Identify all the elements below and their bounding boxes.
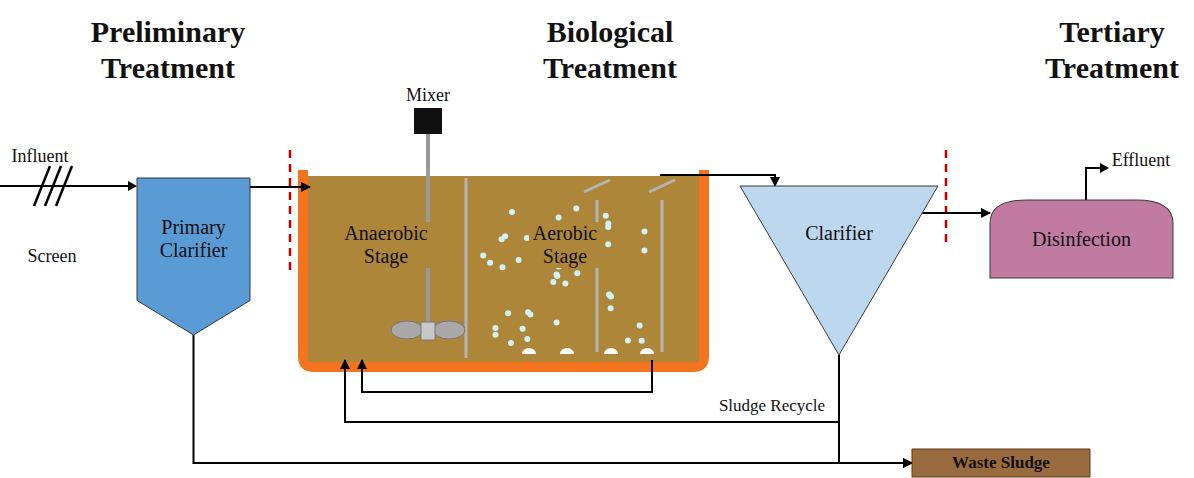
tank-baffle [584, 180, 610, 192]
air-bubble [637, 323, 643, 329]
air-bubble [554, 319, 560, 325]
air-bubble [502, 233, 508, 239]
tank-wall [298, 170, 709, 372]
flow-connector [839, 355, 912, 463]
air-bubble [500, 264, 506, 270]
diffuser [604, 348, 618, 354]
node-shape [137, 178, 250, 335]
diffuser [640, 348, 654, 354]
tank-partition [661, 200, 664, 352]
air-bubble [574, 270, 580, 276]
flow-connector [922, 212, 990, 214]
node-shape [740, 186, 938, 355]
output-box: Waste Sludge [912, 449, 1090, 477]
air-bubble [520, 326, 526, 332]
air-bubble [492, 325, 498, 331]
section-heading: Biological Treatment [543, 14, 677, 86]
node-shape [912, 449, 1090, 477]
node-label: Clarifier [805, 222, 873, 245]
effluent-arrow [1086, 163, 1109, 200]
diffuser [522, 348, 536, 354]
impeller-blade [433, 321, 465, 339]
air-bubble [493, 332, 499, 338]
air-bubble [525, 309, 531, 315]
effluent-line [1086, 168, 1100, 200]
node-label: Waste Sludge [952, 453, 1050, 473]
node-label: Disinfection [1032, 228, 1131, 251]
air-bubble [524, 336, 530, 342]
flow-connector [660, 175, 775, 186]
air-bubble [641, 248, 647, 254]
screen-symbol [34, 166, 72, 206]
air-bubble [509, 209, 515, 215]
arrowhead [1100, 163, 1109, 173]
flow-connector [345, 355, 839, 422]
flow-connector [194, 335, 913, 463]
air-bubble [556, 215, 562, 221]
air-bubble [516, 257, 522, 263]
air-bubble [573, 205, 579, 211]
divider-line [945, 150, 948, 242]
air-bubble [505, 310, 511, 316]
node-shape [990, 200, 1173, 278]
section-heading: Tertiary Treatment [1045, 14, 1179, 86]
impeller-blade [391, 321, 423, 339]
screen-bar [56, 166, 72, 206]
edge-label: Sludge Recycle [716, 396, 828, 416]
air-bubble [508, 340, 514, 346]
air-bubble [639, 338, 645, 344]
part-label: Influent [12, 146, 69, 167]
arrowhead [128, 181, 137, 191]
air-bubbles [480, 205, 647, 346]
process-box: Disinfection [990, 200, 1173, 278]
flow-connector [250, 186, 310, 188]
process-stage: Anaerobic Stage [310, 172, 462, 360]
bioreactor-tank [298, 170, 709, 372]
node-label: Aerobic Stage [529, 222, 601, 268]
air-bubble [550, 279, 556, 285]
tank-baffle [649, 180, 675, 192]
part-label: Screen [28, 246, 77, 267]
mixer-motor [414, 108, 442, 134]
part-label: Effluent [1112, 150, 1171, 171]
clarifier-tank: Clarifier [740, 186, 938, 355]
air-bubble [554, 271, 560, 277]
air-bubble [603, 213, 609, 219]
air-diffusers [522, 348, 654, 354]
impeller-hub [421, 322, 435, 340]
air-bubble [605, 221, 611, 227]
node-label: Anaerobic Stage [340, 222, 431, 268]
clarifier-tank: Primary Clarifier [137, 178, 250, 335]
flow-connector [362, 360, 652, 392]
node-outline [740, 186, 938, 355]
air-bubble [642, 229, 648, 235]
air-bubble [605, 241, 611, 247]
node-label: Primary Clarifier [160, 216, 228, 262]
air-bubble [625, 338, 631, 344]
air-bubble [480, 252, 486, 258]
diffuser [560, 348, 574, 354]
air-bubble [606, 292, 612, 298]
tank-liquid [308, 176, 699, 362]
process-stage: Aerobic Stage [470, 172, 660, 360]
air-bubble [608, 305, 614, 311]
divider-line [289, 150, 292, 272]
part-label: Mixer [406, 85, 450, 106]
air-bubble [607, 293, 613, 299]
air-bubble [487, 260, 493, 266]
influent-arrow [0, 181, 137, 191]
section-heading: Preliminary Treatment [91, 14, 245, 86]
air-bubble [562, 281, 568, 287]
